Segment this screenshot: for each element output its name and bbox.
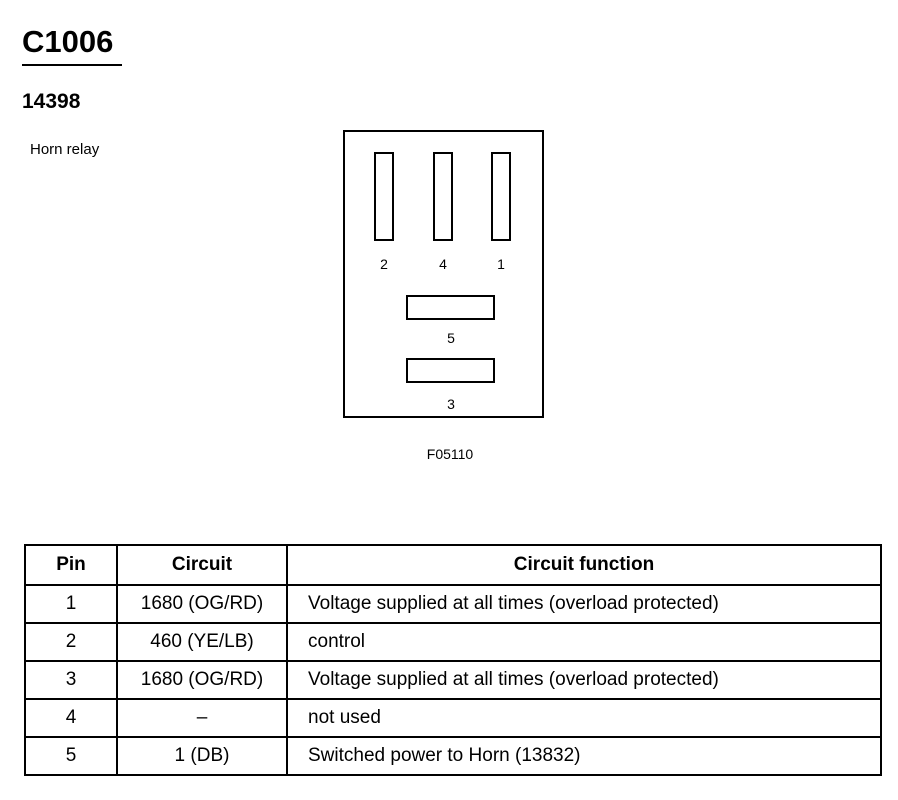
cell-pin: 5 xyxy=(24,736,118,776)
cell-function: not used xyxy=(286,698,882,738)
table-row: 3 1680 (OG/RD) Voltage supplied at all t… xyxy=(24,660,882,700)
pin-5-terminal xyxy=(406,295,495,320)
pin-label-1: 1 xyxy=(497,256,505,272)
cell-circuit: 460 (YE/LB) xyxy=(116,622,288,662)
pin-1-terminal xyxy=(491,152,511,241)
table-header-row: Pin Circuit Circuit function xyxy=(24,544,882,586)
connector-id-title: C1006 xyxy=(22,24,114,59)
cell-circuit: 1680 (OG/RD) xyxy=(116,584,288,624)
pin-2-terminal xyxy=(374,152,394,241)
cell-pin: 3 xyxy=(24,660,118,700)
pin-label-4: 4 xyxy=(439,256,447,272)
header-circuit-function: Circuit function xyxy=(286,544,882,586)
cell-circuit: 1680 (OG/RD) xyxy=(116,660,288,700)
cell-function: control xyxy=(286,622,882,662)
cell-circuit: – xyxy=(116,698,288,738)
cell-circuit: 1 (DB) xyxy=(116,736,288,776)
pin-3-terminal xyxy=(406,358,495,383)
pin-label-5: 5 xyxy=(447,330,455,346)
table-row: 5 1 (DB) Switched power to Horn (13832) xyxy=(24,736,882,776)
component-description: Horn relay xyxy=(30,141,100,158)
table-row: 1 1680 (OG/RD) Voltage supplied at all t… xyxy=(24,584,882,624)
table-row: 2 460 (YE/LB) control xyxy=(24,622,882,662)
part-number: 14398 xyxy=(22,90,81,113)
pin-label-3: 3 xyxy=(447,396,455,412)
cell-function: Voltage supplied at all times (overload … xyxy=(286,584,882,624)
cell-pin: 1 xyxy=(24,584,118,624)
connector-diagram: 2 4 1 5 3 xyxy=(343,130,544,418)
figure-code: F05110 xyxy=(426,446,474,462)
title-underline xyxy=(22,64,122,66)
cell-function: Voltage supplied at all times (overload … xyxy=(286,660,882,700)
header-pin: Pin xyxy=(24,544,118,586)
header-circuit: Circuit xyxy=(116,544,288,586)
pin-4-terminal xyxy=(433,152,453,241)
cell-function: Switched power to Horn (13832) xyxy=(286,736,882,776)
pinout-table: Pin Circuit Circuit function 1 1680 (OG/… xyxy=(24,544,882,776)
table-row: 4 – not used xyxy=(24,698,882,738)
pin-label-2: 2 xyxy=(380,256,388,272)
cell-pin: 2 xyxy=(24,622,118,662)
cell-pin: 4 xyxy=(24,698,118,738)
